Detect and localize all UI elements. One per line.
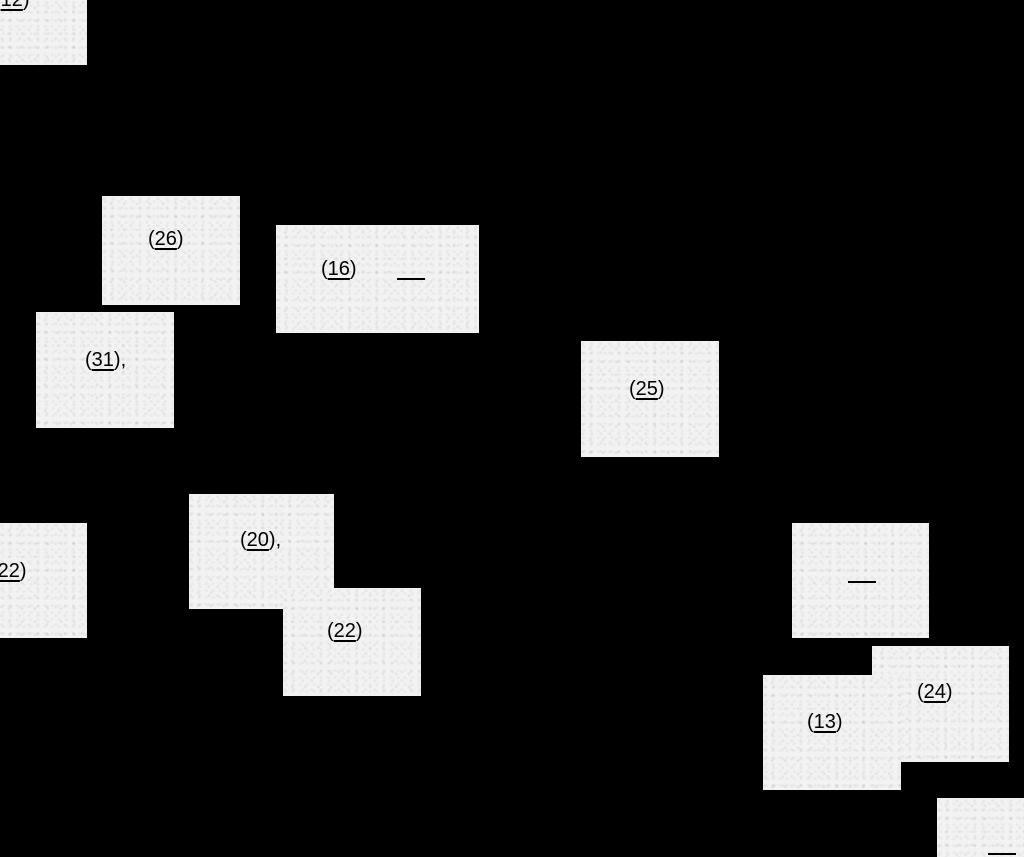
reference-number: 24 (923, 681, 946, 703)
reference-number: 25 (635, 378, 658, 400)
reference-label: (22) (327, 620, 363, 642)
reference-label: (26) (148, 228, 184, 250)
reference-number: 12 (0, 0, 23, 11)
reference-number: 13 (813, 711, 836, 733)
label-patch (937, 798, 1024, 857)
label-patch: (31), (36, 312, 174, 428)
reference-label: (20), (240, 529, 282, 551)
reference-label: (12) (0, 0, 30, 10)
reference-number: 22 (333, 620, 356, 642)
reference-number: 16 (327, 258, 350, 280)
label-patch: (22) (0, 523, 87, 638)
label-patch: (26) (102, 196, 240, 305)
dash-mark (848, 581, 876, 583)
label-patch: (12) (0, 0, 87, 65)
label-patch: (25) (581, 341, 719, 457)
reference-label: (25) (629, 378, 665, 400)
label-patch: (20), (189, 494, 334, 609)
dash-mark (397, 278, 425, 280)
reference-label: (31), (85, 349, 127, 371)
reference-number: 20 (246, 529, 269, 551)
label-patch (792, 523, 929, 638)
reference-number: 31 (91, 349, 114, 371)
reference-label: (13) (807, 711, 843, 733)
label-patch: (13) (763, 675, 901, 790)
dash-mark (988, 853, 1016, 855)
label-patch: (22) (283, 588, 421, 696)
label-patch: (16) (276, 225, 479, 333)
reference-label: (22) (0, 561, 27, 581)
reference-label: (16) (321, 258, 357, 280)
reference-label: (24) (917, 681, 953, 703)
reference-number: 22 (0, 560, 20, 582)
reference-number: 26 (154, 228, 177, 250)
